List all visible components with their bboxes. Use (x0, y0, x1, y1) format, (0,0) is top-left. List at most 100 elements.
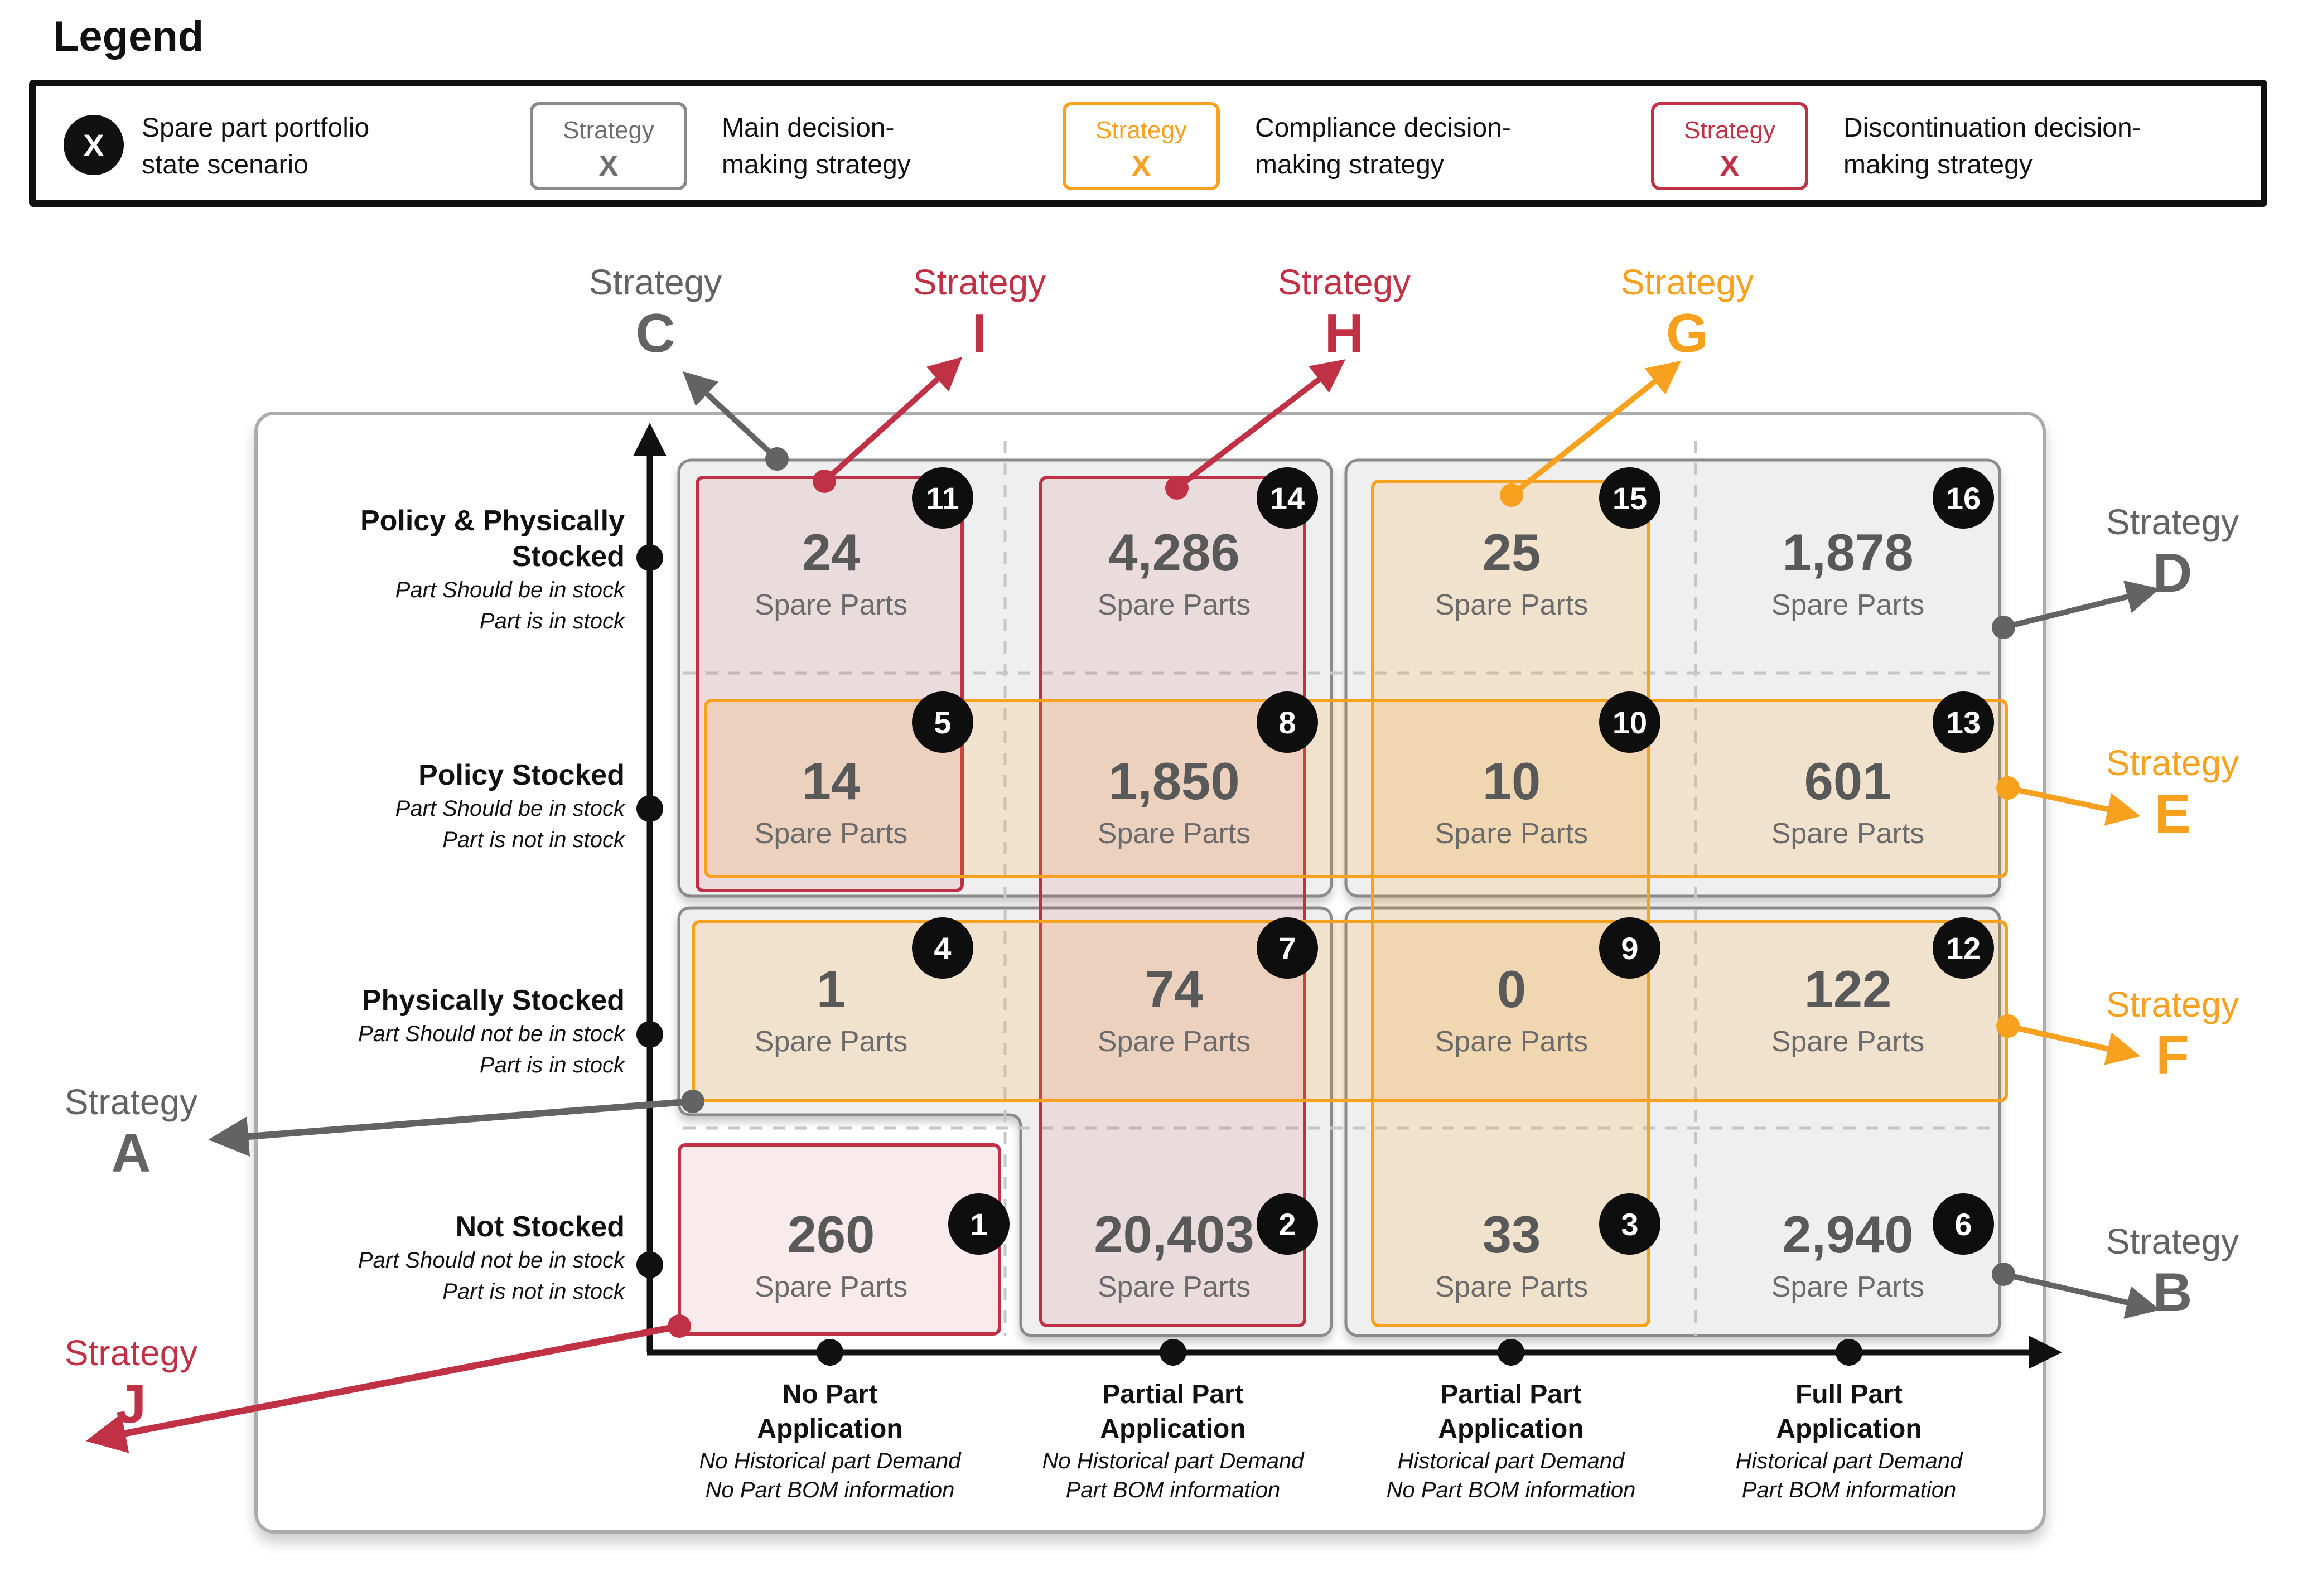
row-label-physically-stocked: Physically Stocked Part Should not be in… (151, 983, 625, 1081)
col-subtitle: No Part BOM information (705, 1478, 955, 1502)
cell-scenario-4: 1 Spare Parts (697, 958, 965, 1063)
strategy-j-arrow (85, 1314, 691, 1453)
strategy-label-j: Strategy J (8, 1333, 254, 1434)
cell-count: 2,940 (1782, 1205, 1914, 1264)
col-label-full-part-application: Full Part Application Historical part De… (1676, 1377, 2022, 1505)
compliance-strategy-box-letter: X (1131, 150, 1151, 182)
row-title: Stocked (511, 540, 625, 573)
strategy-label-f: Strategy F (2050, 984, 2295, 1086)
cell-count: 1 (816, 960, 846, 1018)
strategy-letter: D (2152, 542, 2193, 603)
scenario-badge: 6 (1933, 1193, 1994, 1255)
main-strategy-box-icon: Strategy X (530, 102, 687, 190)
cell-scenario-9: 0 Spare Parts (1372, 958, 1651, 1063)
row-subtitle: Part is not in stock (442, 1279, 625, 1304)
cell-count: 33 (1482, 1205, 1541, 1264)
cell-unit: Spare Parts (1771, 818, 1925, 850)
cell-count: 1,850 (1108, 752, 1240, 810)
scenario-badge: 13 (1933, 691, 1994, 753)
col-title: Application (1100, 1414, 1246, 1444)
cell-count: 14 (802, 752, 861, 810)
legend-box: X Spare part portfolio state scenario St… (29, 80, 2267, 207)
col-title: Application (1438, 1414, 1584, 1444)
cell-scenario-2: 20,403 Spare Parts (1040, 1203, 1308, 1308)
strategy-word: Strategy (913, 262, 1046, 302)
row-label-not-stocked: Not Stocked Part Should not be in stock … (151, 1209, 625, 1307)
cell-unit: Spare Parts (1097, 818, 1251, 850)
strategy-word: Strategy (1620, 262, 1754, 302)
strategy-c-arrow (682, 371, 789, 471)
quadrant-bottom-right (1344, 906, 2001, 1337)
col-title: Partial Part (1102, 1380, 1244, 1409)
legend-main-line2: making strategy (722, 150, 911, 180)
cell-unit: Spare Parts (1771, 589, 1925, 621)
row-title: Physically Stocked (361, 984, 625, 1017)
strategy-a-arrow (208, 1090, 704, 1157)
strategy-j-region (678, 1143, 1001, 1336)
cell-scenario-8: 1,850 Spare Parts (1040, 750, 1308, 855)
grid-dashed-lines (683, 441, 2000, 1336)
col-title: Application (1776, 1414, 1922, 1444)
strategy-label-c: Strategy C (533, 262, 778, 364)
cell-count: 74 (1145, 960, 1204, 1018)
scenario-badge: 2 (1257, 1193, 1318, 1255)
col-subtitle: No Historical part Demand (1042, 1449, 1304, 1473)
cell-scenario-11: 24 Spare Parts (697, 521, 965, 626)
col-title: Full Part (1795, 1380, 1903, 1409)
cell-scenario-15: 25 Spare Parts (1372, 521, 1651, 626)
strategy-letter: E (2154, 783, 2191, 844)
strategy-e-region (704, 699, 2008, 878)
scenario-badge: 3 (1599, 1193, 1660, 1255)
strategy-i-arrow (813, 356, 963, 493)
cell-scenario-12: 122 Spare Parts (1708, 958, 1987, 1063)
y-axis-arrowhead-icon (633, 423, 667, 456)
cell-unit: Spare Parts (754, 1271, 908, 1303)
cell-count: 10 (1482, 752, 1541, 810)
cell-unit: Spare Parts (1435, 818, 1589, 850)
cell-unit: Spare Parts (1097, 1026, 1251, 1058)
cell-scenario-14: 4,286 Spare Parts (1040, 521, 1308, 626)
col-label-partial-part-application-bom: Partial Part Application No Historical p… (1000, 1377, 1346, 1505)
row-label-policy-physically-stocked: Policy & Physically Stocked Part Should … (151, 503, 625, 637)
cell-count: 0 (1496, 960, 1527, 1018)
scenario-badge: 10 (1599, 691, 1660, 753)
strategy-word: Strategy (1277, 262, 1411, 302)
cell-unit: Spare Parts (1097, 1271, 1251, 1303)
strategy-word: Strategy (2106, 743, 2239, 783)
discontinuation-strategy-box-icon: Strategy X (1651, 102, 1808, 190)
scenario-badge: 1 (948, 1193, 1010, 1255)
scenario-badge: 4 (912, 917, 973, 979)
y-axis (633, 423, 667, 1352)
col-title: Application (757, 1414, 903, 1444)
row-subtitle: Part is in stock (479, 609, 625, 633)
scenario-badge: 8 (1257, 691, 1318, 753)
col-subtitle: Part BOM information (1065, 1478, 1281, 1502)
col-subtitle: Historical part Demand (1735, 1449, 1963, 1473)
cell-unit: Spare Parts (1435, 1271, 1589, 1303)
cell-unit: Spare Parts (754, 818, 908, 850)
cell-scenario-10: 10 Spare Parts (1372, 750, 1651, 855)
main-strategy-box-word: Strategy (563, 117, 654, 144)
legend-discontinuation-text: Discontinuation decision- making strateg… (1843, 110, 2141, 183)
col-subtitle: No Part BOM information (1386, 1478, 1636, 1502)
col-subtitle: Part BOM information (1741, 1478, 1957, 1502)
strategy-f-region (692, 920, 2008, 1102)
cell-scenario-5: 14 Spare Parts (697, 750, 965, 855)
strategy-letter: J (115, 1373, 147, 1434)
cell-count: 25 (1482, 523, 1541, 582)
scenario-badge: 7 (1257, 917, 1318, 979)
cell-scenario-6: 2,940 Spare Parts (1708, 1203, 1987, 1308)
row-subtitle: Part Should not be in stock (358, 1022, 625, 1046)
scenario-badge-icon: X (64, 115, 124, 175)
row-subtitle: Part Should be in stock (395, 578, 625, 602)
legend-discontinuation-line2: making strategy (1843, 150, 2033, 180)
strategy-label-g: Strategy G (1565, 262, 1810, 364)
strategy-label-a: Strategy A (8, 1082, 254, 1183)
legend-discontinuation-line1: Discontinuation decision- (1843, 113, 2141, 143)
strategy-word: Strategy (64, 1333, 198, 1373)
compliance-strategy-box-word: Strategy (1095, 117, 1187, 144)
strategy-d-arrow (1992, 580, 2160, 639)
cell-scenario-3: 33 Spare Parts (1372, 1203, 1651, 1308)
